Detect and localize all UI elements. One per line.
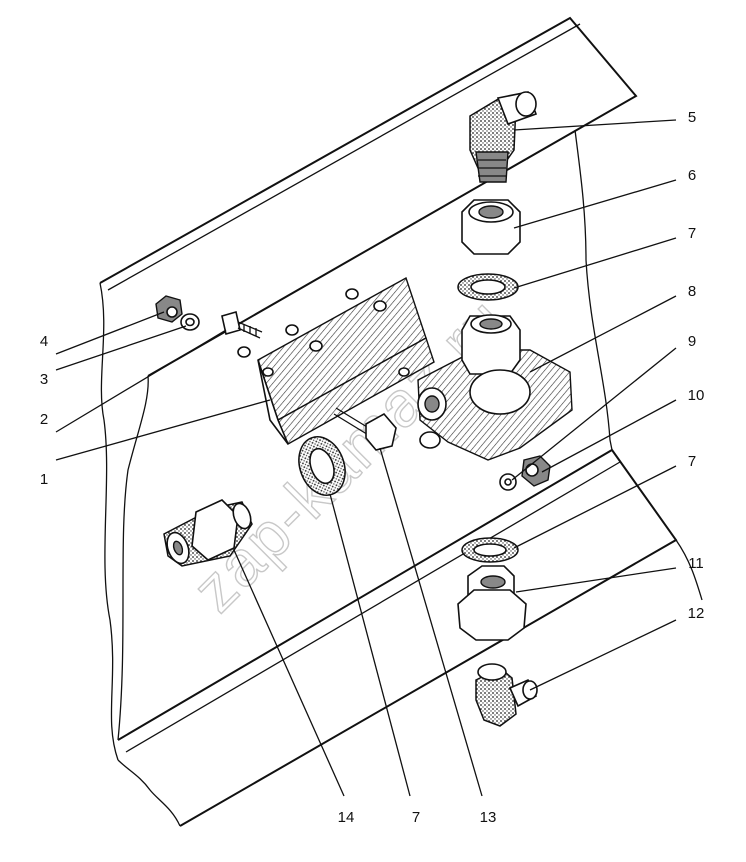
- callout-8: 8: [688, 283, 696, 300]
- callout-11: 11: [688, 555, 704, 572]
- callout-2: 2: [40, 411, 48, 428]
- callout-6: 6: [688, 167, 696, 184]
- callout-12: 12: [688, 605, 705, 622]
- callout-14: 14: [338, 809, 355, 826]
- nut-small: [155, 295, 183, 323]
- callout-7-right: 7: [688, 453, 696, 470]
- callout-labels: 4 3 2 1 5 6 7 8 9 10 7 11 12 14 7 13: [40, 109, 705, 826]
- callout-1: 1: [40, 471, 48, 488]
- sealing-ring-left: [298, 436, 346, 496]
- callout-9: 9: [688, 333, 696, 350]
- callout-13: 13: [480, 809, 497, 826]
- bracket-plate: [237, 276, 435, 445]
- callout-7-bottom: 7: [412, 809, 420, 826]
- straight-fitting: [163, 499, 253, 567]
- bolt-small: [221, 310, 263, 339]
- lock-washer: [180, 313, 200, 331]
- sealing-ring-right: [461, 537, 519, 563]
- union-nut: [461, 199, 521, 255]
- bolt-long: [333, 407, 397, 451]
- callout-10: 10: [688, 387, 705, 404]
- valve-body: [417, 314, 573, 461]
- elbow-fitting-top: [469, 91, 538, 183]
- elbow-fitting-bottom: [475, 663, 538, 727]
- sealing-ring-top: [457, 273, 519, 301]
- callout-7-top: 7: [688, 225, 696, 242]
- callout-5: 5: [688, 109, 696, 126]
- callout-4: 4: [40, 333, 48, 350]
- callout-3: 3: [40, 371, 48, 388]
- washer-small: [499, 473, 517, 491]
- frame-rail: [99, 16, 703, 827]
- leader-lines: [55, 119, 677, 797]
- adapter-fitting: [457, 565, 527, 641]
